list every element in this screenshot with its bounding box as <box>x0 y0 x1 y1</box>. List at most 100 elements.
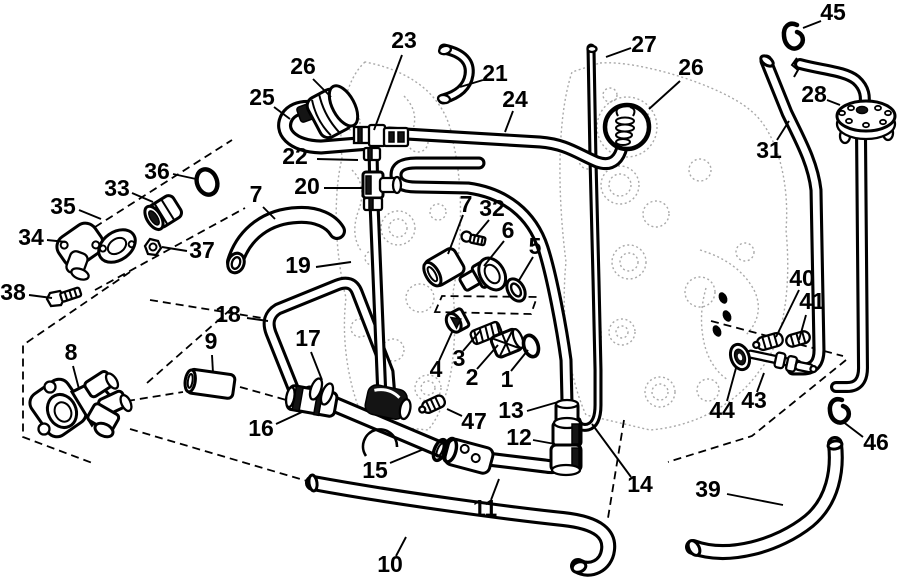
leader-line-33-32 <box>131 192 154 203</box>
hose-39-core <box>688 439 841 557</box>
hose-18-core <box>265 279 394 407</box>
part-label-13-13: 13 <box>498 397 524 423</box>
part-35-gasket <box>97 228 137 264</box>
leader-line-40-39 <box>775 289 800 338</box>
part-label-24-24: 24 <box>502 86 528 112</box>
part-label-20-20: 20 <box>294 173 320 199</box>
leader-line-47-45 <box>446 408 463 417</box>
leader-line-26-26 <box>312 78 332 98</box>
part-label-38-37: 38 <box>0 279 26 305</box>
leader-line-1-0 <box>510 349 529 372</box>
leader-line-23-23 <box>373 54 403 131</box>
part-43-tube <box>745 349 818 374</box>
leader-line-24-24 <box>504 110 514 133</box>
leader-line-9-9 <box>211 354 214 374</box>
part-label-31-30: 31 <box>756 137 782 163</box>
cap-26-right <box>602 102 652 152</box>
part-label-26-26: 26 <box>290 53 316 79</box>
part-33-fitting <box>143 194 183 232</box>
part-label-7-6: 7 <box>250 181 263 207</box>
part-36-oring <box>194 167 220 197</box>
part-7-hose-segment <box>422 247 466 288</box>
mounting-hole-dots <box>712 292 732 337</box>
leader-line-2-1 <box>476 344 499 370</box>
leader-line-43-41 <box>756 372 765 393</box>
part-44-grommet <box>728 342 752 372</box>
leader-line-13-13 <box>526 401 559 412</box>
cap-26-left <box>296 84 360 140</box>
hose-24-core <box>385 129 626 167</box>
leader-line-44-42 <box>726 367 737 402</box>
leader-line-45-43 <box>802 20 822 29</box>
part-label-45-43: 45 <box>820 0 846 25</box>
part-label-7-7: 7 <box>460 191 473 217</box>
part-47-screw <box>418 394 447 415</box>
part-label-35-34: 35 <box>50 193 76 219</box>
part-label-32-31: 32 <box>479 195 505 221</box>
clamp-arc <box>361 428 399 457</box>
part-label-28-29: 28 <box>801 81 827 107</box>
hose-13-loop-core <box>392 159 571 407</box>
leader-line-12-12 <box>532 439 556 445</box>
part-label-43-41: 43 <box>741 387 767 413</box>
flange-28 <box>835 99 897 145</box>
part-label-22-22: 22 <box>282 143 308 169</box>
part-label-6-5: 6 <box>502 217 515 243</box>
leader-line-38-37 <box>28 294 53 299</box>
part-label-21-21: 21 <box>482 60 508 86</box>
leader-line-17-17 <box>310 351 323 381</box>
part-label-17-17: 17 <box>295 325 321 351</box>
part-label-10-10: 10 <box>377 551 403 577</box>
part-label-46-44: 46 <box>863 429 889 455</box>
part-label-16-16: 16 <box>248 415 274 441</box>
part-8-housing <box>28 369 133 439</box>
hook-clip-46 <box>827 397 852 425</box>
part-label-37-36: 37 <box>189 237 215 263</box>
leader-line-4-3 <box>438 329 454 362</box>
part-label-23-23: 23 <box>391 27 417 53</box>
leader-line-16-16 <box>275 411 303 425</box>
part-label-26-27: 26 <box>678 54 704 80</box>
part-label-2-1: 2 <box>466 364 479 390</box>
clamp-ring-17 <box>308 377 335 406</box>
part-label-27-28: 27 <box>631 31 657 57</box>
part-4-poppet <box>444 307 471 334</box>
leader-line-46-44 <box>841 420 864 438</box>
part-label-25-25: 25 <box>249 84 275 110</box>
hose-7-core <box>229 209 343 268</box>
leader-line-34-33 <box>46 239 67 243</box>
leader-line-7-7 <box>447 214 464 255</box>
leader-line-25-25 <box>273 106 291 120</box>
leader-line-32-31 <box>473 219 490 239</box>
leader-line-22-22 <box>316 158 359 161</box>
hose-coupler <box>441 436 495 475</box>
leader-line-28-29 <box>826 99 841 106</box>
hose-31 <box>759 54 826 376</box>
part-label-9-9: 9 <box>205 328 218 354</box>
leader-line-31-30 <box>776 120 790 141</box>
part-label-47-45: 47 <box>461 408 487 434</box>
leader-line-36-35 <box>172 173 197 180</box>
hose-21-core <box>440 46 472 102</box>
part-2-valve-cage <box>489 327 525 359</box>
leader-line-18-18 <box>246 317 269 322</box>
fitting-12 <box>549 398 583 477</box>
leader-line-19-19 <box>315 261 352 268</box>
part-32-bolt <box>460 230 487 247</box>
leader-line-3-2 <box>462 330 481 352</box>
hose-top-right-core <box>797 61 868 110</box>
part-label-1-0: 1 <box>501 366 514 392</box>
tee-fitting-16 <box>284 384 339 418</box>
part-label-40-39: 40 <box>789 265 815 291</box>
elbow-fitting <box>364 384 412 421</box>
part-label-18-18: 18 <box>215 301 241 327</box>
top-tee-cluster <box>352 123 410 212</box>
part-6-fitting <box>458 256 508 292</box>
part-9-sleeve <box>183 367 237 400</box>
part-label-41-40: 41 <box>799 288 825 314</box>
leader-line-14-14 <box>591 423 632 478</box>
part-40-screw <box>752 331 784 352</box>
leader-line-39-38 <box>726 493 784 506</box>
